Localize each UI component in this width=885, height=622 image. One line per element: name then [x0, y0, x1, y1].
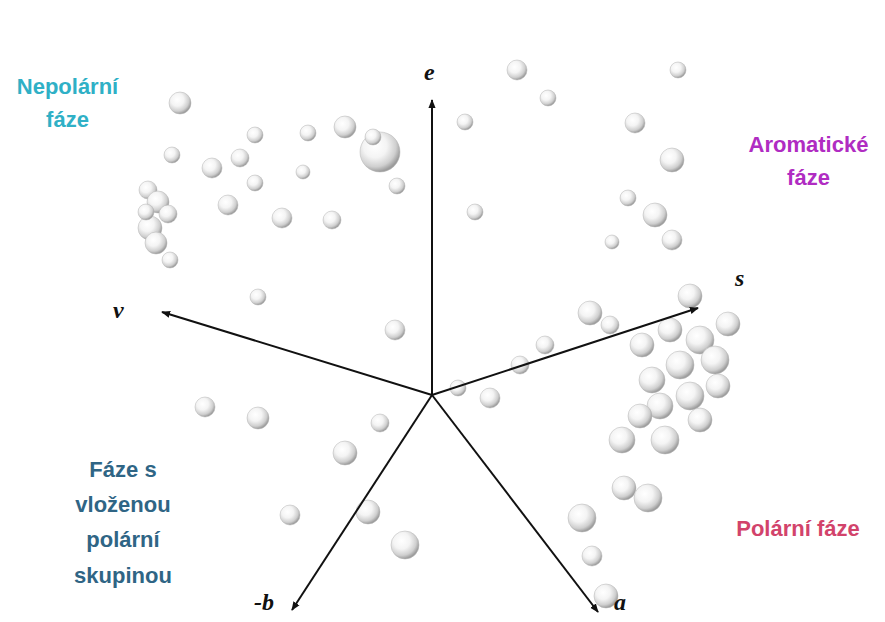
- molecule-sphere: [651, 426, 679, 454]
- molecule-sphere: [605, 235, 619, 249]
- molecule-sphere: [620, 190, 636, 206]
- molecule-sphere: [536, 336, 554, 354]
- molecule-sphere: [391, 531, 419, 559]
- molecule-sphere: [247, 175, 263, 191]
- molecule-sphere: [371, 414, 389, 432]
- molecule-sphere: [169, 92, 191, 114]
- molecule-sphere: [296, 165, 310, 179]
- axis-label: -b: [254, 590, 274, 614]
- phase-ellipse: [146, 308, 454, 616]
- molecule-sphere: [634, 484, 662, 512]
- molecule-sphere: [480, 388, 500, 408]
- phase-ellipse-shape: [130, 330, 470, 594]
- molecule-sphere: [138, 204, 154, 220]
- molecule-sphere: [300, 125, 316, 141]
- molecule-sphere: [678, 284, 702, 308]
- axis-arrow: [432, 395, 598, 612]
- molecule-sphere: [660, 148, 684, 172]
- molecule-sphere: [507, 60, 527, 80]
- molecule-sphere: [658, 318, 682, 342]
- axis-label: e: [424, 60, 435, 84]
- phase-label: Aromatické fáze: [736, 128, 881, 194]
- molecule-sphere: [578, 301, 602, 325]
- phase-label: Fáze s vloženou polární skupinou: [48, 452, 198, 593]
- molecule-sphere: [356, 500, 380, 524]
- phase-ellipse: [84, 56, 316, 288]
- axis-label: s: [735, 266, 744, 290]
- molecule-sphere: [385, 320, 405, 340]
- molecule-sphere: [467, 204, 483, 220]
- molecule-sphere: [164, 147, 180, 163]
- phase-region: Fáze s vloženou polární skupinou: [146, 308, 454, 616]
- axis-label: v: [113, 298, 124, 322]
- molecule-sphere: [334, 116, 356, 138]
- phase-region: Nepolární fáze: [84, 56, 316, 288]
- phase-label: Nepolární fáze: [5, 70, 130, 136]
- molecule-sphere: [630, 333, 654, 357]
- molecule-sphere: [145, 232, 167, 254]
- molecule-sphere: [247, 407, 269, 429]
- molecule-sphere: [706, 374, 730, 398]
- molecule-sphere: [247, 127, 263, 143]
- molecule-sphere: [159, 205, 177, 223]
- molecule-sphere: [666, 351, 694, 379]
- molecule-sphere: [389, 178, 405, 194]
- molecule-sphere: [272, 208, 292, 228]
- axis-label: a: [614, 590, 626, 614]
- axis-arrow: [432, 308, 698, 395]
- axis-arrow: [431, 100, 433, 395]
- molecule-sphere: [639, 367, 665, 393]
- phase-label: Polární fáze: [715, 512, 881, 545]
- molecule-sphere: [162, 252, 178, 268]
- molecule-sphere: [609, 427, 635, 453]
- axis-group: [162, 100, 698, 612]
- molecule-sphere: [202, 158, 222, 178]
- molecule-sphere: [231, 149, 249, 167]
- molecule-sphere: [643, 203, 667, 227]
- molecule-sphere: [323, 211, 341, 229]
- molecule-sphere: [333, 441, 357, 465]
- molecule-sphere: [280, 505, 300, 525]
- phase-ellipse: [234, 0, 706, 441]
- sphere-group: [138, 60, 740, 608]
- phase-ellipse: [469, 254, 841, 622]
- molecule-sphere: [582, 546, 602, 566]
- molecule-sphere: [195, 397, 215, 417]
- molecule-sphere: [716, 312, 740, 336]
- molecule-sphere: [625, 113, 645, 133]
- molecule-sphere: [601, 316, 619, 334]
- phase-region: Polární fáze: [469, 254, 841, 622]
- molecule-sphere: [250, 289, 266, 305]
- molecule-sphere: [540, 90, 556, 106]
- molecule-sphere: [568, 504, 596, 532]
- molecule-sphere: [676, 382, 704, 410]
- phase-ellipse-shape: [206, 0, 734, 427]
- molecule-sphere: [670, 62, 686, 78]
- molecule-sphere: [662, 230, 682, 250]
- axis-arrow: [292, 395, 432, 610]
- axis-arrow: [162, 312, 432, 395]
- molecule-sphere: [365, 129, 381, 145]
- phase-region: Aromatické fáze: [234, 0, 706, 441]
- molecule-sphere: [688, 408, 712, 432]
- molecule-sphere: [218, 195, 238, 215]
- molecule-sphere: [457, 114, 473, 130]
- molecule-sphere: [628, 404, 652, 428]
- phase-ellipse-shape: [97, 43, 303, 301]
- phase-ellipse-shape: [519, 242, 790, 622]
- molecule-sphere: [612, 476, 636, 500]
- molecule-sphere: [701, 346, 729, 374]
